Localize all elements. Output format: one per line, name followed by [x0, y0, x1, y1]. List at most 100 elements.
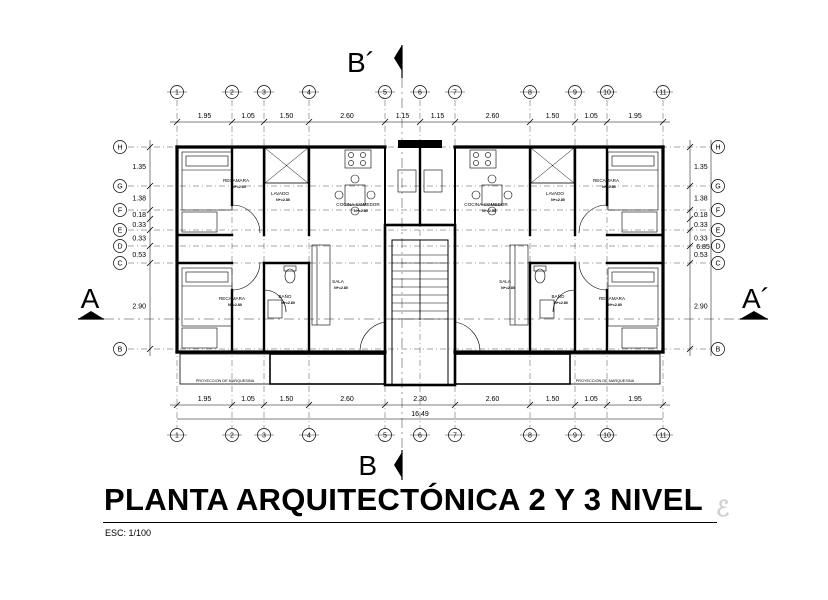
dim-tick — [260, 401, 268, 409]
section-a-left-arrow — [78, 311, 104, 319]
chair — [487, 206, 497, 216]
level-tag: N+=2.80 — [608, 303, 622, 307]
side-dim-value: 0.18 — [132, 212, 146, 219]
burner — [485, 152, 491, 158]
axis-label-3: 3 — [262, 433, 266, 440]
axis-label-G: G — [117, 184, 122, 191]
chair — [350, 174, 360, 184]
dim-tick — [228, 118, 236, 126]
dim-tick — [173, 118, 181, 126]
chair — [503, 190, 513, 200]
dim-tick — [526, 401, 534, 409]
toilet-tank — [533, 265, 547, 272]
level-tag: N+=2.80 — [228, 303, 242, 307]
axis-label-1: 1 — [175, 433, 179, 440]
overall-height-value: 6.85 — [696, 244, 710, 251]
dim-tick — [686, 206, 694, 214]
axis-bubble-C — [113, 256, 127, 270]
side-dim-value: 1.38 — [694, 196, 708, 203]
watermark-logo: ℰ — [716, 496, 730, 521]
axis-label-F: F — [118, 208, 122, 215]
bottom-dim-value: 2.60 — [340, 396, 354, 403]
dim-tick — [451, 401, 459, 409]
dim-tick — [659, 401, 667, 409]
toilet — [534, 268, 546, 284]
axis-label-C: C — [117, 261, 122, 268]
axis-label-H: H — [715, 145, 720, 152]
chair — [334, 190, 344, 200]
axis-bubble-D — [711, 239, 725, 253]
room-label: COCINA-COMEDOR — [336, 202, 380, 207]
top-dim-value: 1.15 — [431, 113, 445, 120]
level-tag: N+=2.80 — [354, 209, 368, 213]
axis-label-11: 11 — [659, 433, 666, 440]
bottom-dim-value: 2.60 — [486, 396, 500, 403]
dim-tick — [228, 401, 236, 409]
side-dim-value: 1.35 — [132, 164, 146, 171]
dim-tick — [603, 118, 611, 126]
burner — [360, 160, 366, 166]
side-dim-value: 0.33 — [694, 222, 708, 229]
burner — [348, 160, 354, 166]
axis-label-F: F — [716, 208, 720, 215]
door-swing — [231, 204, 261, 234]
dim-tick — [146, 206, 154, 214]
door-swing — [231, 261, 261, 291]
shaft-cross — [264, 147, 309, 184]
axis-bubble-G — [113, 179, 127, 193]
bottom-dim-value: 2.30 — [413, 396, 427, 403]
central-wall-block — [398, 140, 442, 148]
shower — [539, 299, 555, 319]
axis-label-E: E — [118, 228, 123, 235]
side-dim-value: 0.18 — [694, 212, 708, 219]
burner — [360, 152, 366, 158]
axis-label-D: D — [715, 244, 720, 251]
shower — [267, 299, 283, 319]
dim-tick — [305, 401, 313, 409]
stove — [344, 149, 372, 169]
room-label: RECAMARA — [219, 296, 246, 301]
dim-tick — [603, 401, 611, 409]
room-label: SALA — [499, 279, 512, 284]
axis-label-8: 8 — [528, 433, 532, 440]
level-tag: N+=2.80 — [281, 301, 295, 305]
dim-tick — [260, 118, 268, 126]
top-dim-value: 1.95 — [628, 113, 642, 120]
bed-pillow — [185, 155, 229, 167]
sofa — [509, 244, 529, 326]
section-b-top-letter: B´ — [347, 47, 375, 78]
bottom-dim-value: 1.05 — [584, 396, 598, 403]
axis-label-H: H — [117, 145, 122, 152]
axis-label-5: 5 — [383, 90, 387, 97]
bed-pillow — [185, 271, 229, 283]
closet — [181, 211, 218, 233]
bottom-dim-value: 1.50 — [546, 396, 560, 403]
dim-tick — [381, 118, 389, 126]
axis-bubble-E — [113, 223, 127, 237]
axis-label-2: 2 — [230, 433, 234, 440]
axis-label-G: G — [715, 184, 720, 191]
top-dim-value: 1.95 — [198, 113, 212, 120]
kitchen-sink — [397, 169, 417, 193]
dim-tick — [526, 118, 534, 126]
axis-label-9: 9 — [573, 433, 577, 440]
axis-bubble-F — [113, 203, 127, 217]
bed — [181, 151, 233, 211]
furniture — [181, 149, 659, 349]
axis-label-4: 4 — [307, 433, 311, 440]
level-tag: N+=2.80 — [232, 185, 246, 189]
top-dim-value: 1.05 — [241, 113, 255, 120]
dim-tick — [686, 259, 694, 267]
dim-tick — [686, 182, 694, 190]
dim-tick — [659, 118, 667, 126]
level-tag: N+=2.80 — [551, 198, 565, 202]
axis-label-6: 6 — [418, 433, 422, 440]
section-b-top-arrow — [394, 45, 402, 71]
axis-label-B: B — [118, 347, 123, 354]
axis-label-1: 1 — [175, 90, 179, 97]
side-dim-value: 0.33 — [132, 236, 146, 243]
dim-tick — [571, 118, 579, 126]
dining-table — [481, 184, 503, 206]
chair — [487, 174, 497, 184]
